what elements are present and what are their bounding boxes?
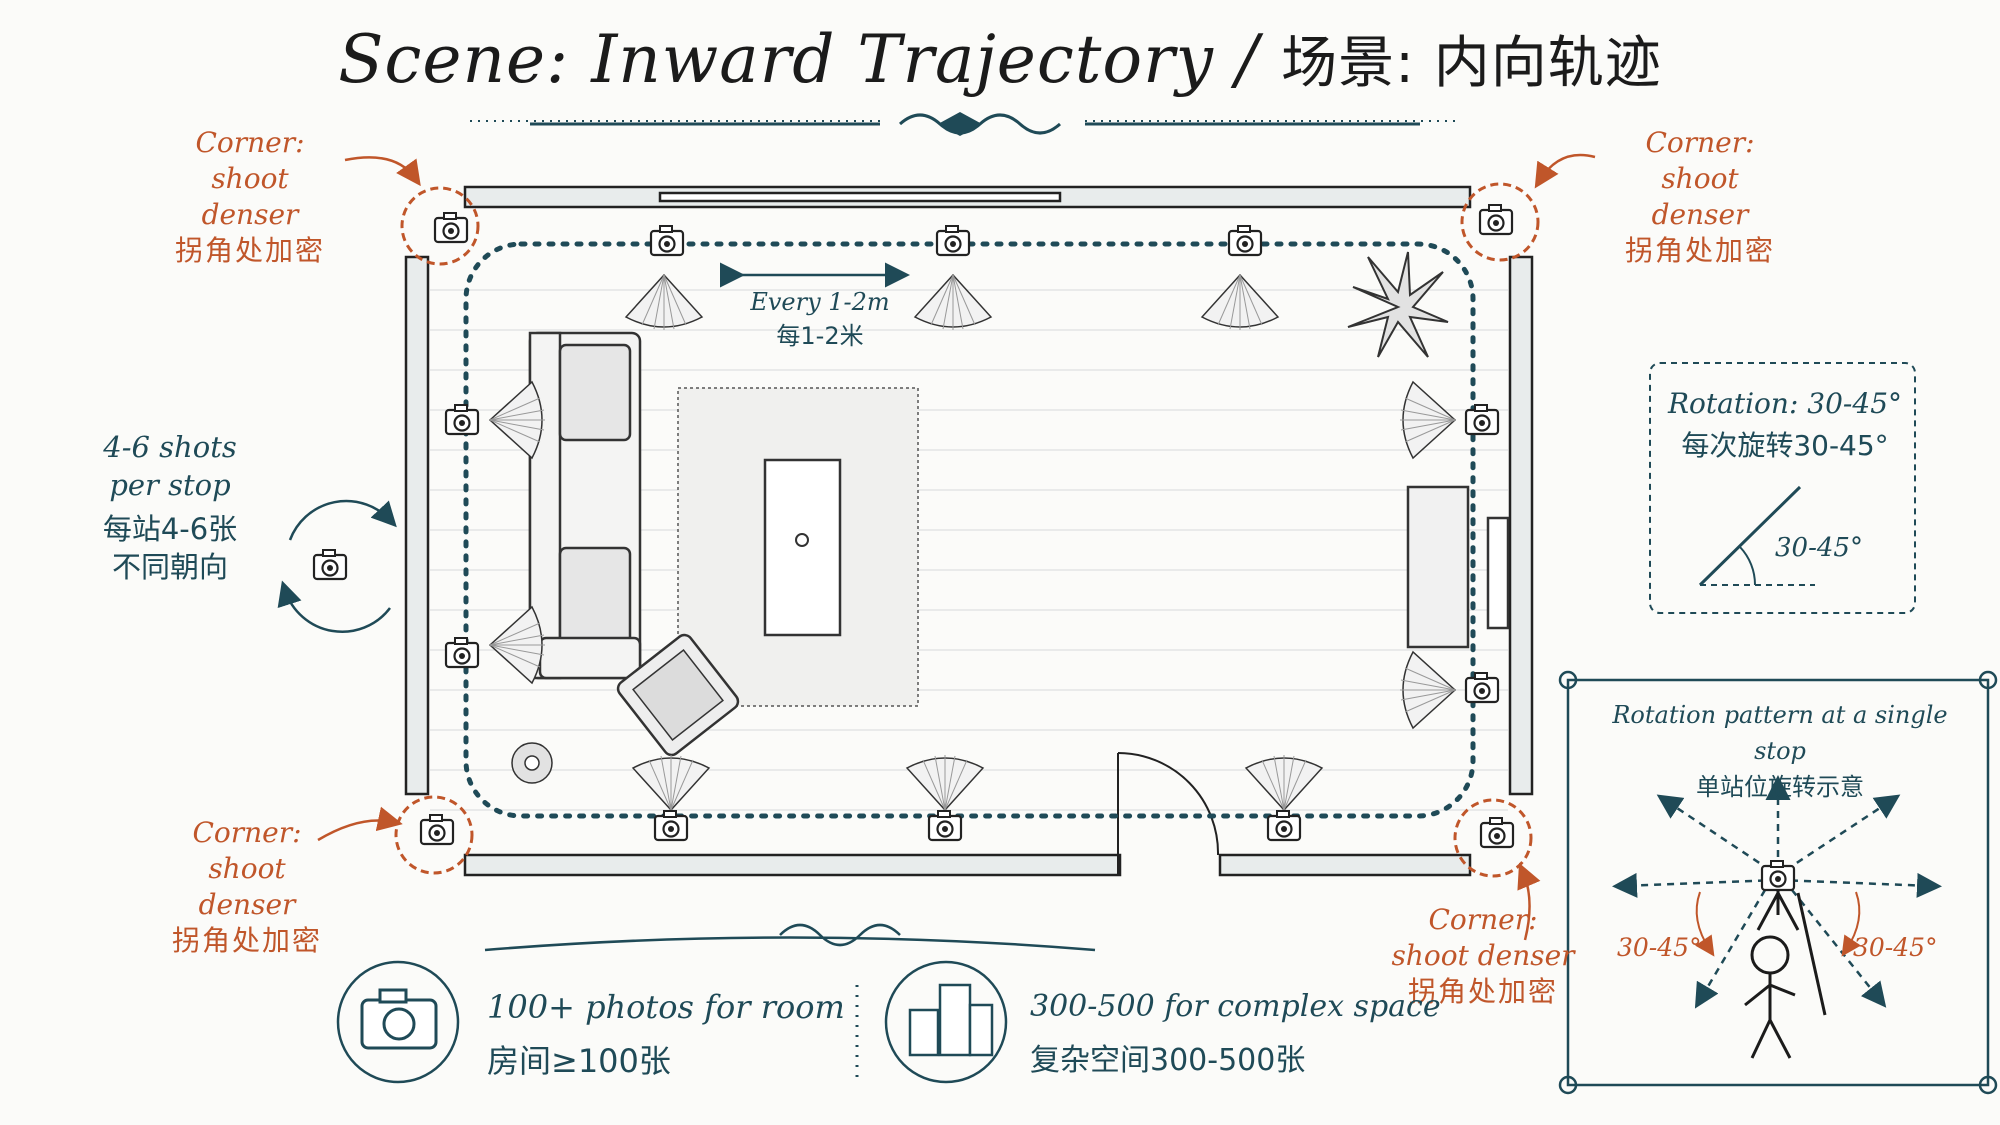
corner-label-cn: 拐角处加密 <box>1407 975 1558 1008</box>
rotation-label-cn: 每次旋转30-45° <box>1681 429 1889 462</box>
corner-label-line: shoot denser <box>201 162 299 231</box>
tv-console <box>1406 485 1510 649</box>
corner-label-cn: 拐角处加密 <box>1624 234 1775 267</box>
single-stop-title: Rotation pattern at a single stop 单站位旋转示… <box>1590 697 1970 805</box>
small-plant-icon <box>511 742 553 784</box>
single-stop-left-angle: 30-45° <box>1617 933 1702 962</box>
rotation-angle-label: 30-45° <box>1775 533 1863 563</box>
buildings-icon <box>884 960 1008 1084</box>
camera-icon <box>1479 816 1515 849</box>
corner-label-top-left: Corner: shoot denser 拐角处加密 <box>160 125 340 269</box>
spacing-label: Every 1-2m 每1-2米 <box>740 285 900 353</box>
camera-icon <box>935 224 971 257</box>
footer-complex-cn: 复杂空间300-500张 <box>1030 1043 1306 1078</box>
corner-label-bottom-left: Corner: shoot denser 拐角处加密 <box>157 815 337 959</box>
shots-cn-1: 每站4-6张 <box>102 512 238 546</box>
corner-label-top-right: Corner: shoot denser 拐角处加密 <box>1610 125 1790 269</box>
rotate-arrows-icon <box>277 499 397 634</box>
footer-camera-icon <box>336 960 460 1084</box>
coffee-table <box>763 458 842 637</box>
door <box>1117 752 1220 875</box>
camera-icon <box>1760 859 1796 892</box>
title-en: Scene: Inward Trajectory <box>338 21 1214 98</box>
footer-room-en: 100+ photos for room <box>487 988 845 1026</box>
corner-label-line: shoot denser <box>198 852 296 921</box>
camera-icon <box>649 224 685 257</box>
title-ornament <box>470 112 1455 136</box>
camera-icon <box>1478 203 1514 236</box>
camera-icon <box>1464 671 1500 704</box>
corner-label-line: Corner: <box>192 816 302 849</box>
corner-label-line: Corner: <box>1645 126 1755 159</box>
single-stop-right-angle: 30-45° <box>1853 933 1938 962</box>
sofa <box>528 331 642 680</box>
camera-icon <box>1464 403 1500 436</box>
title-separator: / <box>1213 21 1282 98</box>
camera-icon <box>1266 809 1302 842</box>
corner-markers <box>394 182 1540 878</box>
rotation-box <box>1649 362 1916 614</box>
single-stop-panel <box>1558 670 1998 1095</box>
corner-label-line: shoot denser <box>1391 939 1575 972</box>
room-walls <box>404 185 1534 877</box>
corner-label-cn: 拐角处加密 <box>174 234 325 267</box>
rug <box>677 387 919 707</box>
camera-icon <box>444 403 480 436</box>
spacing-label-en: Every 1-2m <box>750 288 890 316</box>
single-stop-title-cn: 单站位旋转示意 <box>1696 773 1864 801</box>
camera-icon <box>312 548 348 581</box>
shots-en-1: 4-6 shots <box>103 430 237 464</box>
corner-label-bottom-right: Corner: shoot denser 拐角处加密 <box>1388 902 1578 1010</box>
plant-icon <box>1347 251 1449 358</box>
corner-arrows <box>317 153 1596 941</box>
camera-icon <box>927 809 963 842</box>
shots-en-2: per stop <box>109 468 231 502</box>
corner-label-cn: 拐角处加密 <box>171 924 322 957</box>
footer-room-stat: 100+ photos for room 房间≥100张 <box>487 980 845 1088</box>
page-title: Scene: Inward Trajectory / 场景: 内向轨迹 <box>0 18 2000 99</box>
camera-icon <box>419 813 455 846</box>
title-cn: 场景: 内向轨迹 <box>1281 31 1662 96</box>
corner-label-line: Corner: <box>1428 903 1538 936</box>
rotation-label: Rotation: 30-45° 每次旋转30-45° <box>1660 383 1910 467</box>
corner-label-line: Corner: <box>195 126 305 159</box>
footer-ornament <box>484 923 1096 952</box>
rotation-label-en: Rotation: 30-45° <box>1667 387 1903 420</box>
camera-icon <box>433 211 469 244</box>
single-stop-title-en: Rotation pattern at a single stop <box>1612 701 1948 765</box>
corner-label-line: shoot denser <box>1651 162 1749 231</box>
camera-icon <box>653 809 689 842</box>
camera-icon <box>444 636 480 669</box>
shots-per-stop-label: 4-6 shots per stop 每站4-6张 不同朝向 <box>80 428 260 586</box>
footer-complex-stat: 300-500 for complex space 复杂空间300-500张 <box>1030 980 1441 1088</box>
spacing-label-cn: 每1-2米 <box>776 322 864 350</box>
armchair <box>616 633 740 757</box>
stick-figure-icon <box>1744 890 1827 1059</box>
shots-cn-2: 不同朝向 <box>111 550 228 584</box>
footer-room-cn: 房间≥100张 <box>487 1042 671 1080</box>
footer-complex-en: 300-500 for complex space <box>1030 989 1441 1024</box>
camera-icon <box>1227 224 1263 257</box>
